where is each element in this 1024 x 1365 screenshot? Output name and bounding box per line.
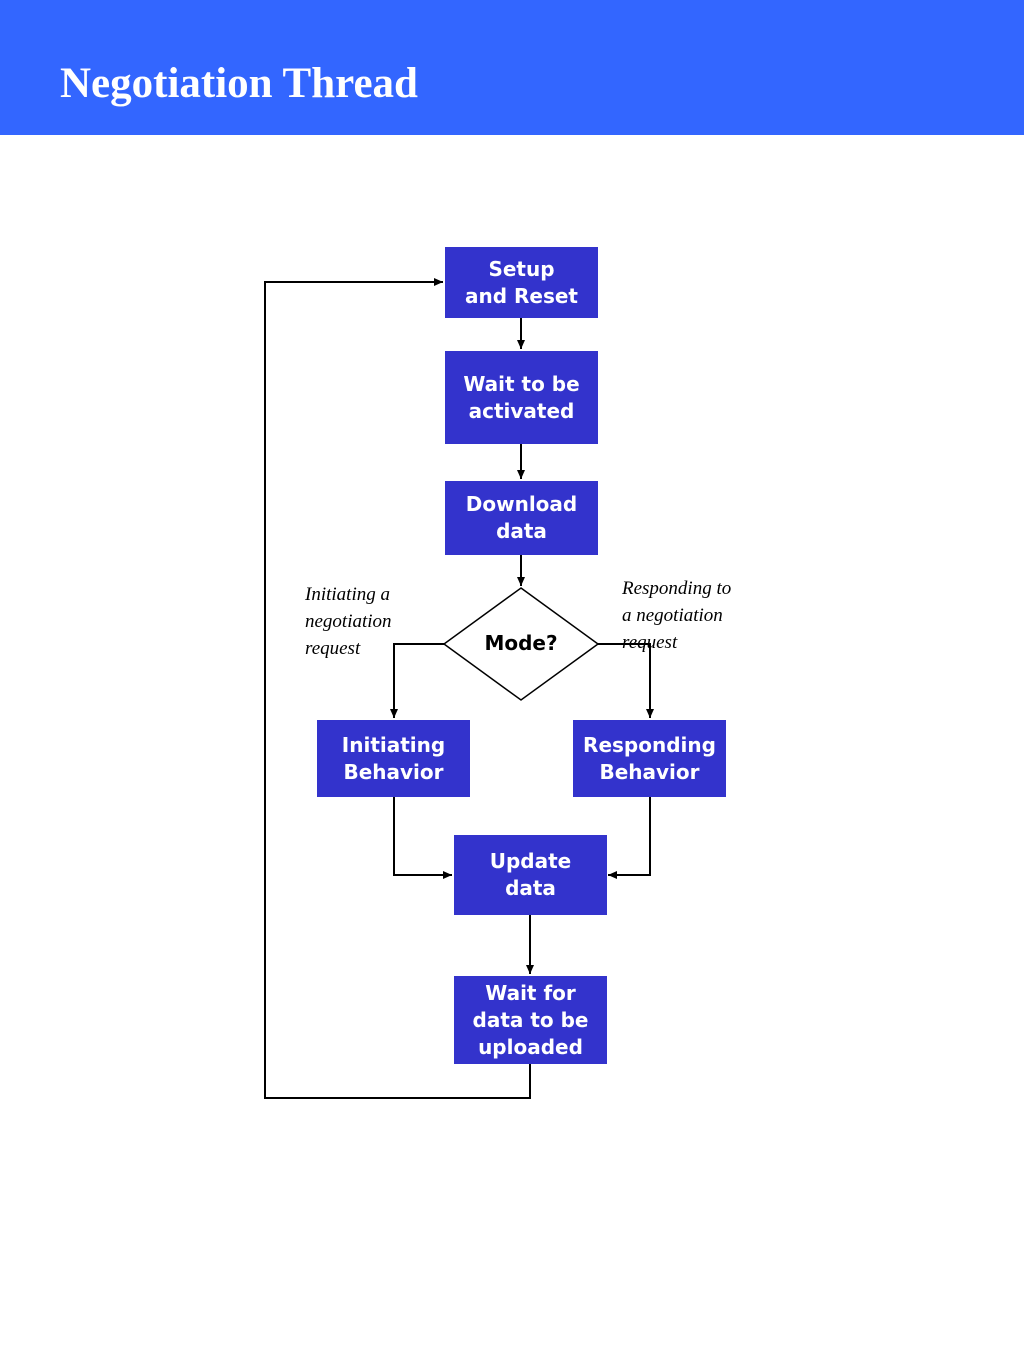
connector-mode-to-initiating	[390, 643, 444, 718]
node-download-data: Download data	[445, 481, 598, 555]
node-mode-label: Mode?	[484, 631, 558, 655]
node-wait-upload: Wait for data to be uploaded	[454, 976, 607, 1064]
node-responding-behavior: Responding Behavior	[573, 720, 726, 797]
node-wait-activated: Wait to be activated	[445, 351, 598, 444]
branch-label-responding: Responding to a negotiation request	[622, 578, 732, 653]
slide-title: Negotiation Thread	[60, 60, 418, 107]
connector-initiating-to-update	[393, 797, 452, 879]
node-initiating-behavior: Initiating Behavior	[317, 720, 470, 797]
connector-responding-to-update	[608, 797, 651, 879]
connector-mode-to-responding	[598, 643, 654, 718]
node-update-data: Update data	[454, 835, 607, 915]
branch-label-initiating: Initiating a negotiation request	[305, 584, 392, 659]
node-setup-reset: Setup and Reset	[445, 247, 598, 318]
mode-diamond	[442, 587, 600, 701]
title-bar: Negotiation Thread	[0, 0, 1024, 135]
connector-loop-back	[264, 278, 531, 1099]
